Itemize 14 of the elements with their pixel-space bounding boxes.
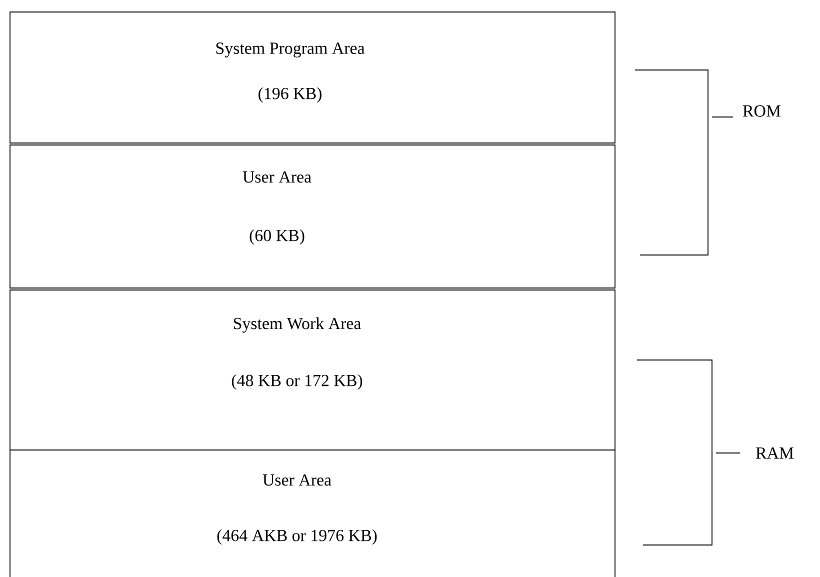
memory-type-label: RAM — [756, 447, 794, 459]
memory-type-label: ROM — [742, 105, 781, 117]
area-text: (196 KB) — [258, 87, 322, 103]
area-text: User Area — [242, 171, 312, 183]
area-text: System Work Area — [234, 317, 361, 333]
memory-area-box — [10, 450, 616, 577]
area-text: (464 AKB or 1976 KB) — [217, 529, 377, 545]
memory-area-box — [10, 12, 616, 144]
area-text: (60 KB) — [250, 229, 304, 245]
memory-area-box — [10, 144, 616, 288]
area-text: System Program Area — [216, 42, 365, 58]
memory-area-box — [10, 290, 616, 450]
area-text: User Area — [262, 474, 332, 486]
area-text: (48 KB or 172 KB) — [232, 374, 362, 390]
